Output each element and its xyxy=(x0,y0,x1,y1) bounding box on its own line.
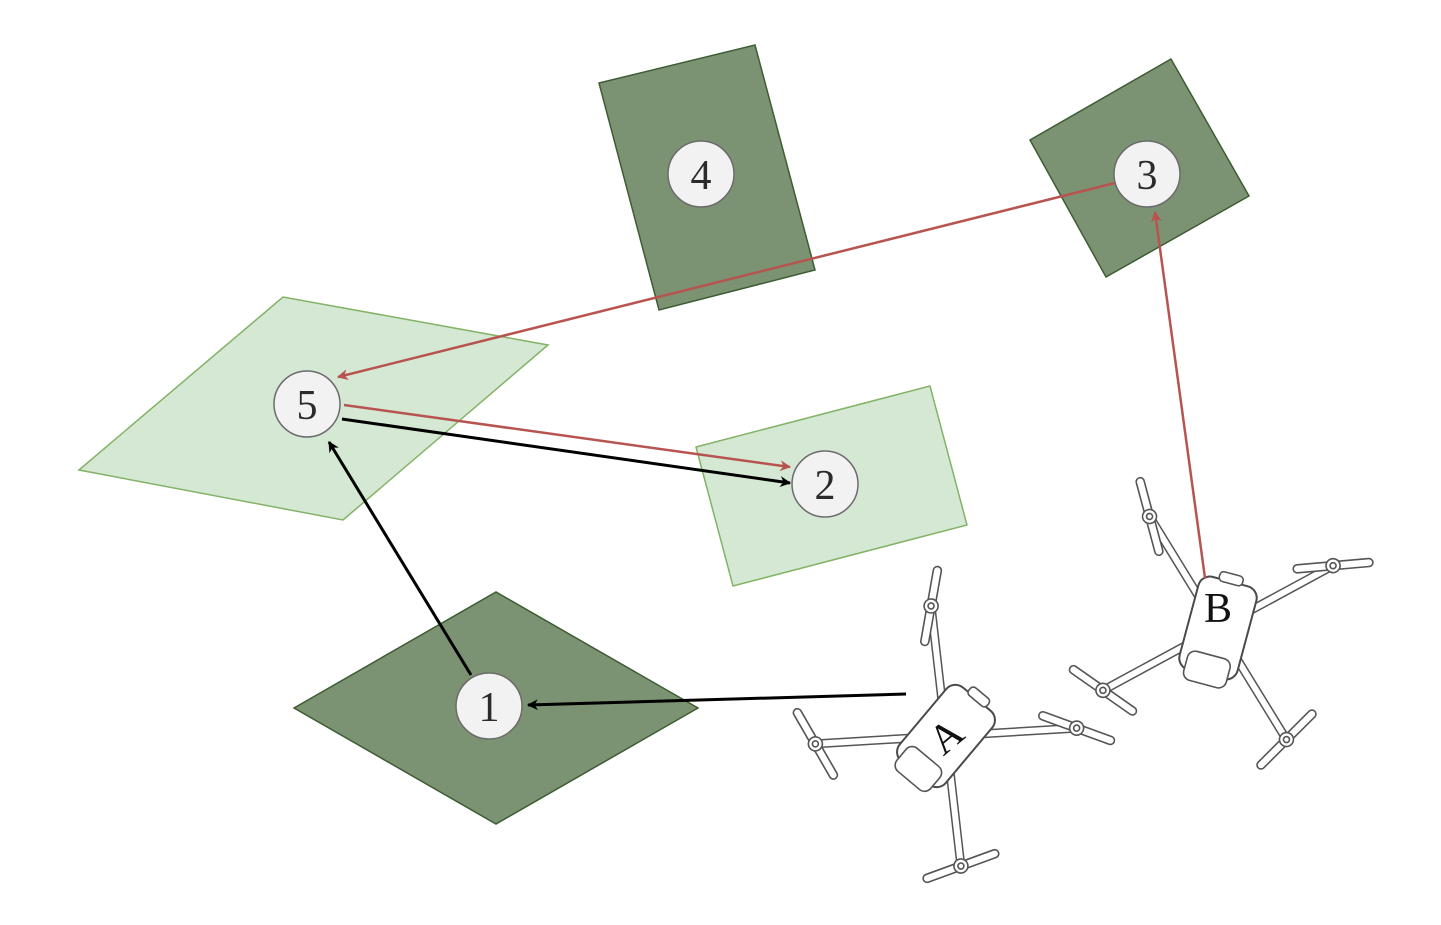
node-4: 4 xyxy=(667,140,735,208)
drone-a: A xyxy=(760,551,1132,921)
node-1-label: 1 xyxy=(479,685,500,731)
route-a-segment-a-to-1 xyxy=(526,692,907,711)
node-2: 2 xyxy=(791,450,859,518)
drone-b: B xyxy=(1054,469,1381,786)
route-b-segment-b-to-3 xyxy=(1150,210,1207,579)
node-3: 3 xyxy=(1113,140,1181,208)
node-2-label: 2 xyxy=(815,463,836,509)
route-b-segment-3-to-5 xyxy=(336,181,1116,380)
route-a-segment-5-to-2 xyxy=(341,417,792,488)
node-4-label: 4 xyxy=(691,153,712,199)
route-b-segment-5-to-2 xyxy=(343,403,792,472)
route-a-segment-1-to-5 xyxy=(327,441,473,676)
node-5-label: 5 xyxy=(297,383,318,429)
node-3-label: 3 xyxy=(1137,153,1158,199)
drone-b-label: B xyxy=(1204,586,1232,632)
node-1: 1 xyxy=(455,672,523,740)
node-5: 5 xyxy=(273,370,341,438)
